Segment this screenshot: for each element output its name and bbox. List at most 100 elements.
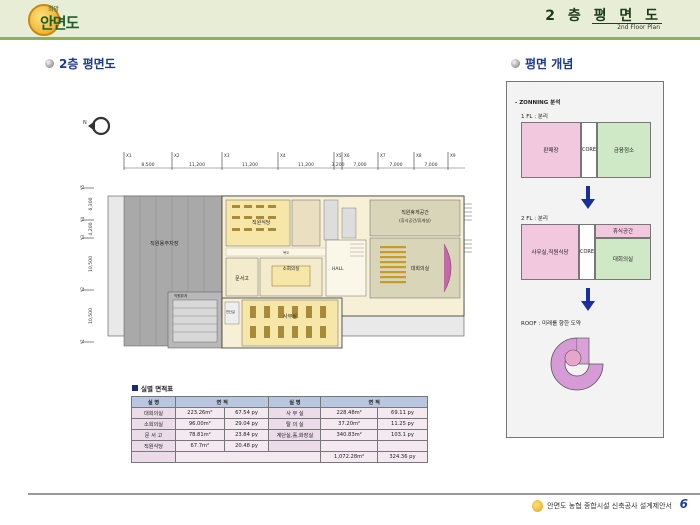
table-header: 면 적 bbox=[174, 396, 270, 408]
room-label-archive: 문서고 bbox=[235, 275, 249, 282]
archive-room bbox=[225, 257, 259, 297]
room-label-staff-rest: 직원휴게 bbox=[174, 293, 187, 298]
fl1-finance-text: 금융점소 bbox=[613, 148, 635, 154]
table-cell: 직원식당 bbox=[131, 440, 176, 452]
grid-column-label: X4 bbox=[280, 153, 286, 158]
room-label-hall: HALL bbox=[332, 266, 344, 272]
table-cell: 사 무 실 bbox=[268, 407, 322, 419]
grid-column-dimension: 11,200 bbox=[298, 162, 314, 168]
logo: 희망 안면도 bbox=[28, 4, 98, 36]
logo-emblem-icon bbox=[532, 500, 544, 512]
fl2-office-text: 사무실,직원식당 bbox=[531, 250, 569, 256]
room-label-cafeteria: 직원식당 bbox=[252, 219, 271, 226]
table-cell: 23.84 py bbox=[223, 429, 270, 441]
table-cell: 계단실,홀,화장실 bbox=[268, 429, 322, 441]
fl1-core-zone: CORE bbox=[581, 122, 597, 178]
table-cell: 78.81m² bbox=[175, 429, 225, 441]
room-label-big-meeting: 대회의실 bbox=[411, 265, 430, 272]
title-underline bbox=[592, 23, 662, 24]
grid-column-dimension: 11,200 bbox=[242, 162, 258, 168]
grid-column-label: X1 bbox=[126, 153, 132, 158]
table-header-row: 실 명 면 적 실 명 면 적 bbox=[131, 396, 428, 408]
table-row: 소회의실 96.00m² 29.04 py 탈 의 실 37.20m² 11.2… bbox=[131, 418, 429, 430]
fl1-label: 1 FL : 분리 bbox=[521, 114, 548, 120]
fl2-core-zone: CORE bbox=[579, 224, 595, 280]
fl2-rest-zone: 휴식공간 bbox=[595, 224, 651, 238]
room-label-server: 전산실 bbox=[226, 309, 235, 314]
total-area-m2: 1,072.28m² bbox=[320, 451, 378, 463]
table-cell: 67.54 py bbox=[223, 407, 270, 419]
table-cell: 37.20m² bbox=[320, 418, 378, 430]
table-total-row: 1,072.28m² 324.36 py bbox=[131, 451, 429, 463]
grid-row-label: Y3 bbox=[80, 235, 85, 241]
logo-text: 안면도 bbox=[40, 14, 79, 32]
grid-column-label: X3 bbox=[224, 153, 230, 158]
footer: 안면도 농협 종합시설 신축공사 설계제안서 bbox=[532, 500, 672, 512]
grid-column-dimension: 7,000 bbox=[389, 162, 402, 168]
table-cell bbox=[268, 440, 322, 452]
table-cell: 문 서 고 bbox=[131, 429, 176, 441]
grid-column-dimension: 7,000 bbox=[424, 162, 437, 168]
concept-section-label: 평면 개념 bbox=[525, 57, 574, 71]
roof-label: ROOF : 미래를 향한 도약 bbox=[521, 321, 581, 327]
logo-small-text: 희망 bbox=[48, 6, 60, 13]
down-arrow-icon bbox=[581, 186, 595, 210]
fl1-sales-zone: 판매장 bbox=[521, 122, 581, 178]
grid-column-label: X6 bbox=[344, 153, 350, 158]
grid-row-dimension: 10,500 bbox=[88, 256, 94, 272]
grid-row-dimension: 10,500 bbox=[88, 308, 94, 324]
grid-column-label: X8 bbox=[416, 153, 422, 158]
table-cell: 20.48 py bbox=[223, 440, 270, 452]
table-cell bbox=[131, 451, 176, 463]
area-table: 실 명 면 적 실 명 면 적 대회의실 223.26m² 67.54 py 사… bbox=[131, 396, 429, 463]
area-table-title-text: 실별 면적표 bbox=[141, 385, 174, 393]
room-label-corridor: 복도 bbox=[283, 250, 290, 255]
grid-column-dimension: 8,500 bbox=[141, 162, 154, 168]
grid-columns: X18,500X211,200X311,200X411,200X53,200X6… bbox=[123, 152, 456, 170]
grid-column-label: X7 bbox=[380, 153, 386, 158]
concept-section-title: 평면 개념 bbox=[511, 55, 573, 72]
grid-row-label: Y1 bbox=[80, 339, 85, 345]
plan-section-label: 2층 평면도 bbox=[59, 57, 116, 71]
table-cell: 69.11 py bbox=[376, 407, 429, 419]
table-header: 실 명 bbox=[131, 396, 176, 408]
table-row: 대회의실 223.26m² 67.54 py 사 무 실 228.48m² 69… bbox=[131, 407, 429, 419]
table-cell: 탈 의 실 bbox=[268, 418, 322, 430]
table-cell: 228.48m² bbox=[320, 407, 378, 419]
fl1-core-text: CORE bbox=[581, 147, 597, 153]
table-cell bbox=[320, 440, 378, 452]
grid-row-label: Y4 bbox=[80, 217, 85, 223]
fl1-sales-text: 판매장 bbox=[543, 148, 559, 154]
table-cell: 11.25 py bbox=[376, 418, 429, 430]
table-cell: 대회의실 bbox=[131, 407, 176, 419]
page-number: 6 bbox=[679, 497, 688, 511]
page-header: 희망 안면도 2 층 평 면 도 2nd Floor Plan bbox=[0, 0, 700, 40]
zoning-panel: - ZONNING 분석 1 FL : 분리 판매장 CORE 금융점소 2 F… bbox=[506, 81, 664, 438]
north-arrow-icon: N bbox=[83, 116, 111, 136]
table-cell bbox=[376, 440, 429, 452]
plan-section-title: 2층 평면도 bbox=[45, 55, 116, 72]
table-cell: 소회의실 bbox=[131, 418, 176, 430]
room-label-small-meeting: 소회의실 bbox=[283, 265, 300, 272]
grid-column-label: X5 bbox=[336, 153, 342, 158]
grid-row-dimension: 6,300 bbox=[88, 197, 94, 210]
table-header: 실 명 bbox=[268, 396, 322, 408]
svg-text:N: N bbox=[83, 120, 87, 126]
square-bullet-icon bbox=[132, 385, 138, 391]
area-table-title: 실별 면적표 bbox=[132, 383, 173, 393]
table-cell bbox=[174, 451, 322, 463]
fl1-finance-zone: 금융점소 bbox=[597, 122, 651, 178]
lounge-room bbox=[369, 199, 461, 237]
footer-divider bbox=[28, 493, 700, 495]
fl2-meeting-zone: 대회의실 bbox=[595, 238, 651, 280]
fl2-meeting-text: 대회의실 bbox=[612, 257, 634, 263]
room-label-lounge-sub: (휴식공간/휴게실) bbox=[399, 217, 431, 224]
table-cell: 103.1 py bbox=[376, 429, 429, 441]
total-area-py: 324.36 py bbox=[376, 451, 429, 463]
fl2-label: 2 FL : 분리 bbox=[521, 216, 548, 222]
roof-shape-icon bbox=[550, 337, 604, 391]
grid-row-dimension: 4,200 bbox=[88, 222, 94, 235]
footer-text: 안면도 농협 종합시설 신축공사 설계제안서 bbox=[547, 502, 672, 510]
